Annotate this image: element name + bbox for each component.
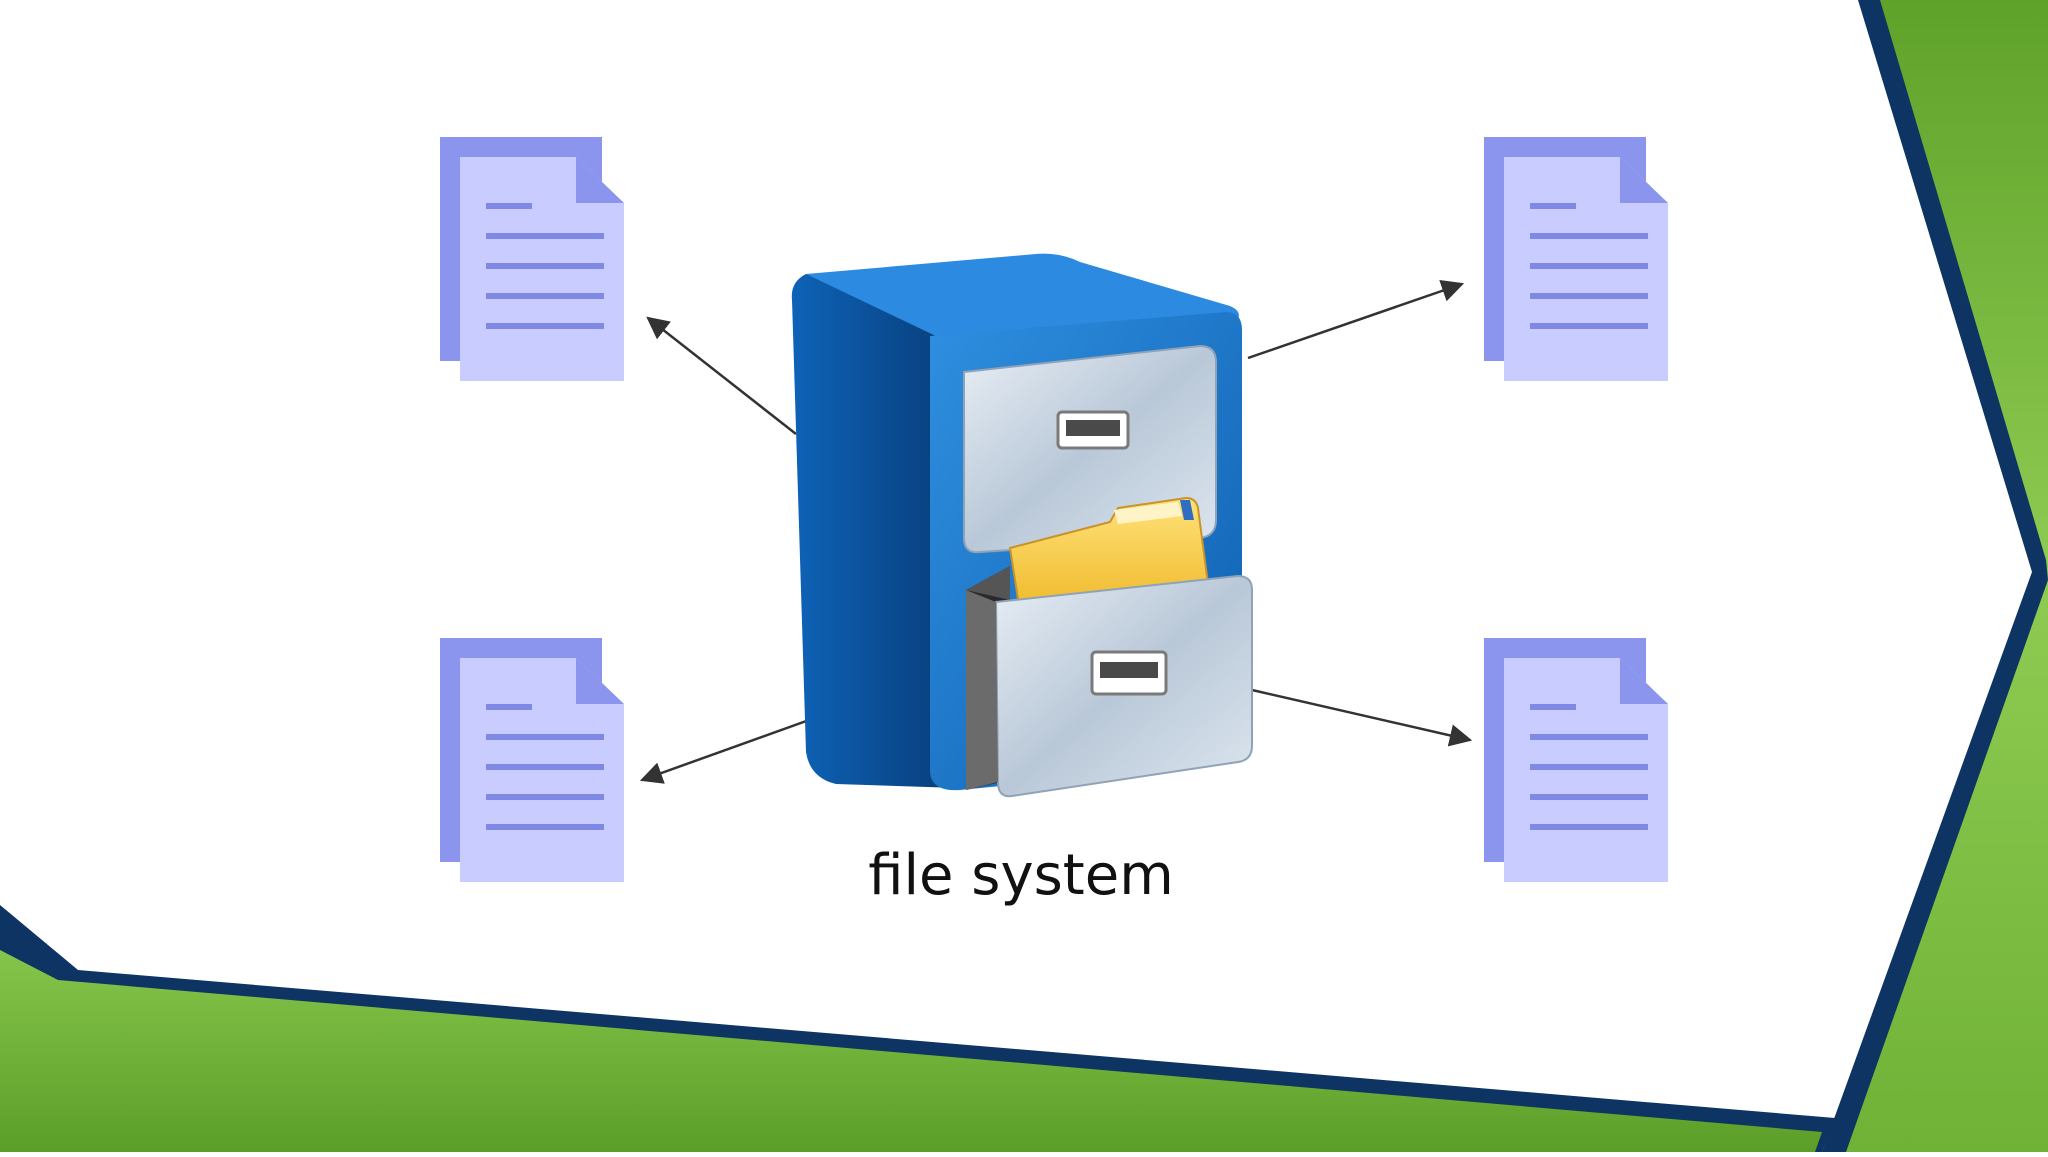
file-system-label: file system (868, 843, 1174, 908)
arrow-top-left (646, 316, 797, 435)
document-icon (1484, 137, 1668, 381)
frame-bottom-decoration (0, 905, 1835, 1152)
folder-icon (1008, 496, 1210, 614)
document-icon (1484, 638, 1668, 882)
arrow-top-right (1247, 279, 1465, 360)
document-icon (440, 638, 624, 882)
frame-right-decoration (1822, 0, 2048, 1152)
document-icon (440, 137, 624, 381)
arrow-bottom-right (1251, 688, 1473, 747)
file-cabinet-icon (791, 253, 1253, 798)
